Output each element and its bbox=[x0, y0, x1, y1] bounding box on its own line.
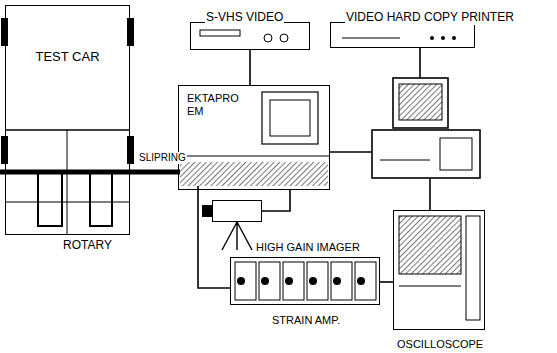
box-title: EKTAPRO EM bbox=[187, 92, 245, 117]
amp-modules bbox=[235, 262, 376, 300]
tape-slot bbox=[200, 30, 240, 36]
high-speed-camera-unit: EKTAPRO EM bbox=[178, 85, 330, 190]
knob bbox=[264, 34, 272, 42]
oscilloscope: OSCILLOSCOPE bbox=[393, 210, 485, 330]
monitor bbox=[393, 78, 448, 128]
device-label: HIGH GAIN IMAGER bbox=[255, 241, 361, 254]
drive bbox=[440, 138, 472, 170]
video-recorder: S-VHS VIDEO bbox=[190, 22, 310, 50]
box-title: TEST CAR bbox=[10, 50, 125, 65]
button bbox=[430, 36, 434, 40]
test-car: TEST CAR bbox=[5, 5, 130, 235]
button bbox=[441, 36, 445, 40]
cable bbox=[262, 190, 290, 211]
signal-cable bbox=[198, 179, 230, 288]
button bbox=[452, 36, 456, 40]
wheel bbox=[127, 18, 134, 46]
rotary-shaft bbox=[0, 170, 192, 175]
scope-panel bbox=[399, 286, 461, 287]
panel-line bbox=[179, 156, 329, 157]
device-label: OSCILLOSCOPE bbox=[396, 338, 484, 351]
paper-slot bbox=[342, 37, 400, 38]
knob bbox=[280, 34, 288, 42]
cable bbox=[429, 178, 431, 210]
device-label: STRAIN AMP. bbox=[271, 314, 341, 327]
cable bbox=[330, 151, 372, 153]
cable bbox=[380, 281, 393, 283]
device-label: S-VHS VIDEO bbox=[205, 11, 284, 25]
car-divider bbox=[67, 130, 68, 235]
part-label: ROTARY bbox=[62, 239, 113, 253]
wheel bbox=[127, 136, 134, 164]
drive-slot bbox=[380, 160, 430, 161]
panel bbox=[270, 100, 310, 136]
hatched-band bbox=[180, 162, 328, 186]
strain-amplifier: STRAIN AMP. bbox=[230, 257, 380, 305]
monitor-screen bbox=[399, 84, 442, 120]
scope-controls bbox=[466, 216, 480, 320]
rotary-arm bbox=[38, 172, 112, 226]
high-gain-imager: HIGH GAIN IMAGER bbox=[212, 200, 262, 222]
device-label: VIDEO HARD COPY PRINTER bbox=[345, 11, 515, 25]
panel bbox=[262, 92, 318, 144]
scope-screen bbox=[399, 216, 461, 274]
hard-copy-printer: VIDEO HARD COPY PRINTER bbox=[330, 22, 475, 48]
part-label: SLIPRING bbox=[138, 152, 187, 164]
tripod bbox=[222, 222, 252, 250]
cable bbox=[249, 50, 251, 85]
cable bbox=[419, 48, 421, 78]
computer-base bbox=[372, 130, 480, 178]
camera-lens bbox=[202, 205, 212, 217]
